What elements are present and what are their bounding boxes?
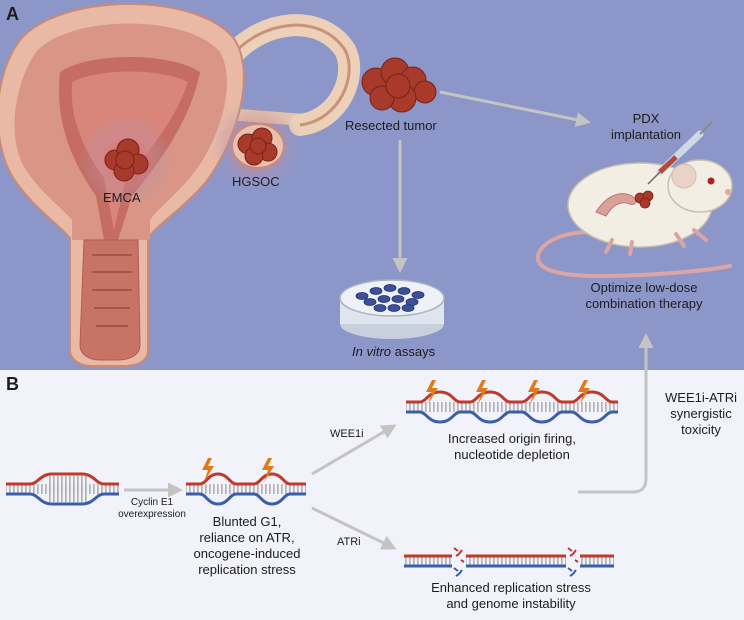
atri-label: ATRi [337, 536, 361, 548]
invitro-rest: assays [391, 344, 436, 359]
synergy-line1: WEE1i-ATRi [665, 390, 737, 405]
cyclin-line1: Cyclin E1 [130, 497, 174, 508]
arrow-synergy [578, 333, 654, 494]
enhanced-line2: and genome instability [446, 595, 576, 611]
dna-stressed [186, 458, 306, 506]
origin-label: Increased origin firing, nucleotide depl… [412, 431, 612, 463]
emca-tumor [104, 138, 149, 182]
emca-label: EMCA [103, 190, 141, 205]
panel-b-letter: B [6, 374, 19, 394]
optimize-label: Optimize low-dose combination therapy [570, 280, 718, 312]
arrow-tumor-to-pdx [439, 90, 591, 127]
panel-a-letter: A [6, 4, 19, 24]
cyclin-line2: overexpression [118, 509, 186, 521]
arrow-atri [311, 506, 397, 550]
blunted-line4: replication stress [198, 561, 296, 577]
petri-dish-icon [339, 279, 445, 339]
synergy-label: WEE1i-ATRi synergistic toxicity [660, 390, 742, 438]
pdx-label-line1: PDX [632, 111, 660, 126]
dna-wee1i [406, 380, 618, 424]
dna-atri [404, 546, 614, 578]
resected-tumor-icon [361, 57, 437, 113]
resected-tumor-label: Resected tumor [345, 118, 437, 133]
invitro-label: In vitro assays [352, 344, 435, 360]
hgsoc-tumor [237, 127, 278, 166]
optimize-line2: combination therapy [585, 295, 703, 311]
origin-line2: nucleotide depletion [454, 446, 570, 462]
origin-line1: Increased origin firing, [448, 431, 576, 446]
hgsoc-label: HGSOC [232, 174, 280, 189]
dna-initial [6, 472, 119, 506]
pdx-label-line2: implantation [610, 126, 682, 142]
cyclin-label: Cyclin E1 overexpression [112, 497, 192, 521]
synergy-line3: toxicity [681, 421, 721, 437]
wee1i-label: WEE1i [330, 428, 364, 440]
mouse-icon [535, 121, 733, 279]
optimize-line1: Optimize low-dose [590, 280, 698, 295]
enhanced-line1: Enhanced replication stress [431, 580, 591, 595]
blunted-line1: Blunted G1, [212, 514, 282, 529]
pdx-label: PDX implantation [596, 111, 696, 143]
synergy-line2: synergistic [670, 405, 732, 421]
invitro-italic: In vitro [352, 344, 392, 359]
enhanced-label: Enhanced replication stress and genome i… [406, 580, 616, 612]
blunted-line2: reliance on ATR, [199, 529, 295, 545]
panel-b-background [0, 370, 744, 620]
blunted-line3: oncogene-induced [193, 545, 301, 561]
arrow-wee1i [311, 424, 397, 476]
blunted-label: Blunted G1, reliance on ATR, oncogene-in… [182, 514, 312, 577]
